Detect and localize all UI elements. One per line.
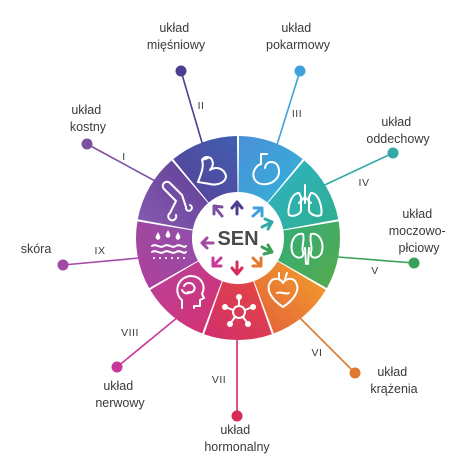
- muscle-arm-icon: [197, 156, 227, 186]
- label-muscular: układ mięśniowy: [147, 21, 206, 52]
- numeral-VIII: VIII: [121, 327, 139, 339]
- label-hormonal: układ hormonalny: [204, 423, 270, 454]
- dot-nervous: [111, 361, 123, 373]
- numeral-V: V: [371, 265, 379, 277]
- dot-muscle: [175, 65, 187, 77]
- hormone-molecule-icon: [222, 294, 256, 327]
- dot-digestive: [294, 65, 306, 77]
- label-nervous: układ nerwowy: [95, 379, 145, 410]
- heart-icon: [267, 272, 299, 308]
- roman-numerals: I II III IV V VI VII VIII IX: [95, 100, 379, 386]
- dot-hormonal: [231, 410, 243, 422]
- lungs-icon: [287, 184, 323, 217]
- label-urogenital: układ moczowo- płciowy: [389, 207, 449, 255]
- label-circulatory: układ krążenia: [370, 365, 417, 396]
- skin-layers-icon: [151, 230, 187, 260]
- dot-skeletal: [81, 138, 93, 150]
- bone-joint-icon: [161, 180, 193, 222]
- numeral-VII: VII: [212, 374, 226, 386]
- dot-circulatory: [349, 367, 361, 379]
- numeral-IX: IX: [95, 245, 106, 257]
- numeral-VI: VI: [312, 347, 323, 359]
- head-brain-icon: [176, 275, 205, 309]
- numeral-I: I: [122, 151, 125, 163]
- connector-dots: [57, 65, 420, 422]
- dot-skin: [57, 259, 69, 271]
- label-skeletal: układ kostny: [70, 103, 107, 134]
- segment-skeletal: [137, 160, 209, 230]
- segment-digestive: [238, 136, 303, 203]
- segment-skin: [136, 221, 198, 289]
- label-skin: skóra: [21, 242, 52, 256]
- dot-urogenital: [408, 257, 420, 269]
- kidneys-icon: [290, 232, 324, 265]
- label-respiratory: układ oddechowy: [366, 115, 430, 146]
- numeral-II: II: [198, 100, 205, 112]
- center-label: SEN: [217, 228, 258, 250]
- numeral-IV: IV: [359, 177, 370, 189]
- numeral-III: III: [292, 108, 302, 120]
- dot-respiratory: [387, 147, 399, 159]
- segment-nervous: [150, 261, 222, 334]
- connector-lines: [62, 70, 415, 416]
- stomach-icon: [252, 153, 280, 186]
- segment-muscular: [173, 136, 238, 203]
- label-digestive: układ pokarmowy: [266, 21, 331, 52]
- system-labels: układ kostny układ mięśniowy układ pokar…: [21, 21, 449, 454]
- segment-hormonal: [204, 281, 272, 340]
- center-arrows: [200, 200, 274, 276]
